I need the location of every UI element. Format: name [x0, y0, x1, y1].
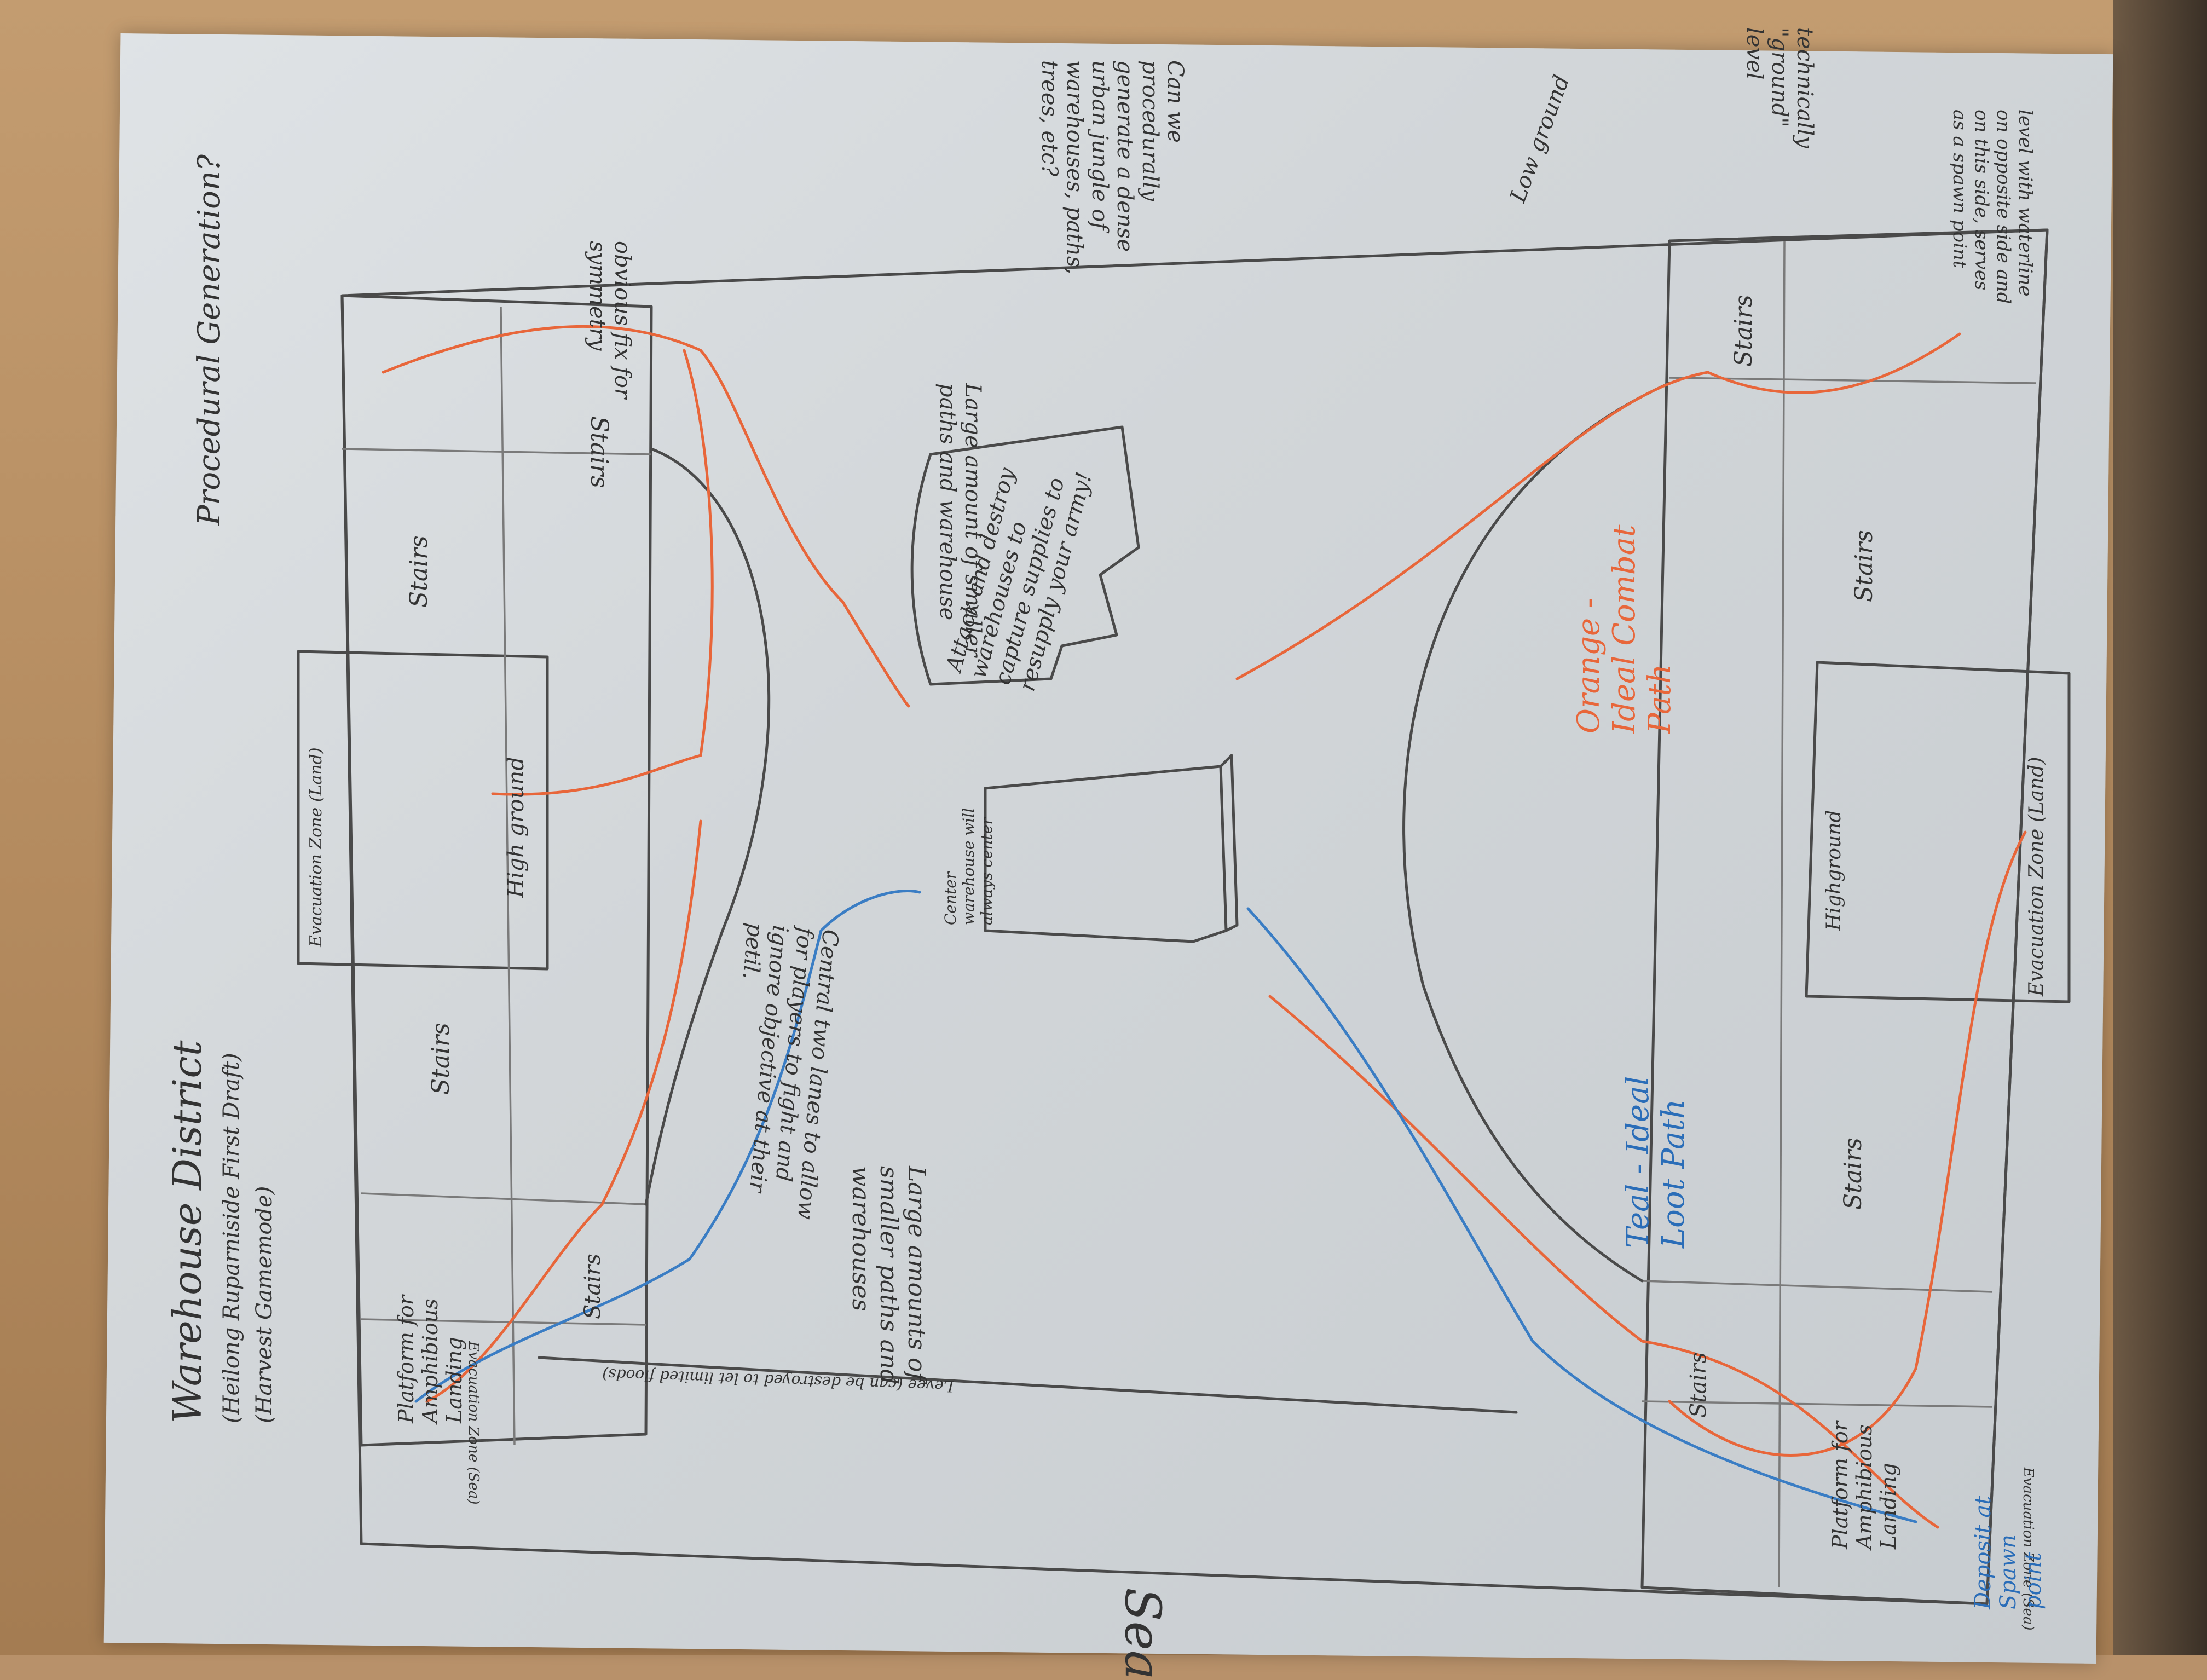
right-divider-platform: [1642, 1400, 1993, 1408]
left-stairs-upper-label: Stairs: [405, 535, 433, 608]
left-divider-stairs: [361, 1192, 646, 1205]
sea-label: Sea: [1114, 1587, 1171, 1680]
deposit-spawn-label[interactable]: Deposit at Spawn point: [1971, 1496, 2046, 1609]
right-stairs-upper-label: Stairs: [1850, 530, 1878, 602]
gamemode-label: (Harvest Gamemode): [252, 1186, 277, 1423]
procedural-question-note: Can we procedurally generate a dense urb…: [1037, 60, 1188, 275]
left-divider-platform: [361, 1318, 646, 1326]
levee-line: [538, 1356, 1518, 1414]
center-warehouse: [984, 754, 1239, 943]
left-inner-vertical: [500, 306, 516, 1446]
right-lane-curve: [1402, 382, 1671, 1283]
teal-loot-path: [414, 890, 1917, 1523]
map-title: Warehouse District: [164, 1040, 210, 1423]
right-stairs-bottom-label: Stairs: [1686, 1352, 1711, 1418]
right-structure-outline: [1640, 228, 2049, 1606]
left-stairs-lower-label: Stairs: [427, 1023, 455, 1095]
right-divider-stairs: [1642, 1280, 1993, 1293]
left-lane-curve: [644, 447, 771, 1206]
orange-path-legend: Orange - Ideal Combat Path: [1571, 524, 1678, 734]
right-high-ground-label: Highground: [1823, 810, 1845, 931]
left-stairs-top-label: Stairs: [585, 416, 613, 488]
right-evac-box: [1805, 661, 2071, 1003]
center-warehouse-note: Center warehouse will always center: [941, 807, 996, 925]
right-evac-land-label: Evacuation Zone (Land): [2025, 757, 2048, 996]
left-evac-box: [297, 650, 549, 971]
left-stairs-bottom-label: Stairs: [580, 1254, 605, 1319]
background-shadow: [2113, 0, 2207, 1655]
left-structure-outline: [340, 294, 653, 1447]
waterline-spawn-note: level with waterline on opposite side an…: [1949, 109, 2036, 304]
orange-combat-path-left-lower: [425, 819, 702, 1403]
orange-combat-path-left-upper: [491, 349, 714, 796]
right-platform-label: Platform for Amphibious Landing: [1828, 1421, 1900, 1549]
procedural-generation-note: Procedural Generation?: [192, 154, 227, 526]
orange-combat-path-left: [382, 325, 910, 708]
left-divider-top: [342, 448, 652, 455]
attack-box-outline: [910, 425, 1140, 686]
right-divider-top: [1669, 377, 2037, 384]
map-subtitle: (Heilong Ruparniside First Draft): [219, 1053, 244, 1423]
large-amounts-paths-bottom: Large amounts of smaller paths and wareh…: [847, 1166, 931, 1385]
left-high-ground-label: High ground: [504, 757, 529, 898]
right-inner-vertical: [1778, 240, 1786, 1588]
left-evac-sea-label: Evacuation Zone (Sea): [465, 1341, 482, 1505]
right-stairs-top-label: Stairs: [1730, 295, 1758, 367]
teal-path-legend: Teal - Ideal Loot Path: [1620, 1076, 1691, 1248]
left-evac-land-label: Evacuation Zone (Land): [307, 747, 326, 947]
obvious-fix-note: obvious fix for symmetry: [585, 241, 635, 399]
technically-ground-note: technically "ground" level: [1742, 27, 1817, 148]
left-platform-label: Platform for Amphibious Landing: [394, 1295, 466, 1423]
right-stairs-lower-label: Stairs: [1839, 1138, 1867, 1210]
orange-combat-path-right: [1235, 332, 1961, 680]
orange-combat-path-right-evac: [1668, 830, 2027, 1457]
